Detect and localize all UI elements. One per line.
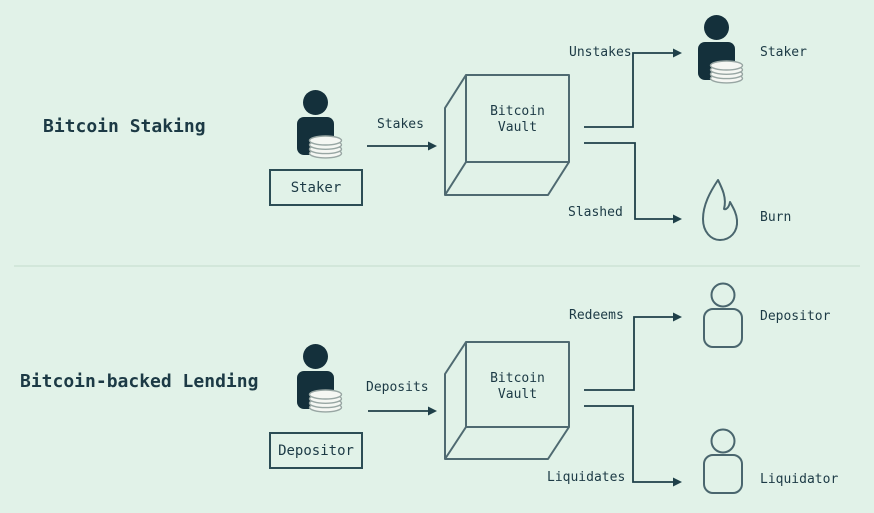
- person-with-coins-icon: [697, 14, 744, 84]
- flame-icon: [702, 179, 739, 241]
- liquidates-label: Liquidates: [547, 470, 626, 485]
- redeems-label: Redeems: [569, 308, 624, 323]
- staker-box-label: Staker: [290, 179, 342, 196]
- vault-label-line1: Bitcoin: [490, 371, 545, 386]
- vault-label-line1: Bitcoin: [490, 104, 545, 119]
- person-outline-icon: [703, 282, 743, 348]
- bitcoin-vault-cube-staking: [444, 74, 570, 196]
- staker-box: Staker: [269, 169, 363, 206]
- staker-target-label: Staker: [760, 45, 807, 60]
- person-with-coins-icon: [296, 343, 343, 413]
- person-with-coins-icon: [296, 89, 343, 159]
- deposits-label: Deposits: [366, 380, 429, 395]
- unstakes-label: Unstakes: [569, 45, 632, 60]
- depositor-box-label: Depositor: [278, 442, 354, 459]
- vault-label-staking: Bitcoin Vault: [466, 104, 569, 136]
- vault-label-line2: Vault: [497, 387, 538, 402]
- liquidator-target-label: Liquidator: [760, 472, 839, 487]
- slashed-arrow: [584, 142, 682, 224]
- unstakes-arrow: [584, 48, 682, 128]
- person-outline-icon: [703, 428, 743, 494]
- vault-label-line2: Vault: [497, 120, 538, 135]
- deposits-arrow: [368, 406, 437, 416]
- stakes-label: Stakes: [377, 117, 424, 132]
- depositor-target-label: Depositor: [760, 309, 831, 324]
- section-title-lending: Bitcoin-backed Lending: [20, 371, 259, 392]
- depositor-box: Depositor: [269, 432, 363, 469]
- stakes-arrow: [367, 141, 437, 151]
- section-divider: [14, 265, 860, 267]
- redeems-arrow: [584, 312, 682, 391]
- bitcoin-vault-cube-lending: [444, 341, 570, 460]
- vault-label-lending: Bitcoin Vault: [466, 371, 569, 403]
- burn-target-label: Burn: [760, 210, 792, 225]
- section-title-staking: Bitcoin Staking: [43, 116, 206, 137]
- slashed-label: Slashed: [568, 205, 623, 220]
- liquidates-arrow: [584, 405, 682, 487]
